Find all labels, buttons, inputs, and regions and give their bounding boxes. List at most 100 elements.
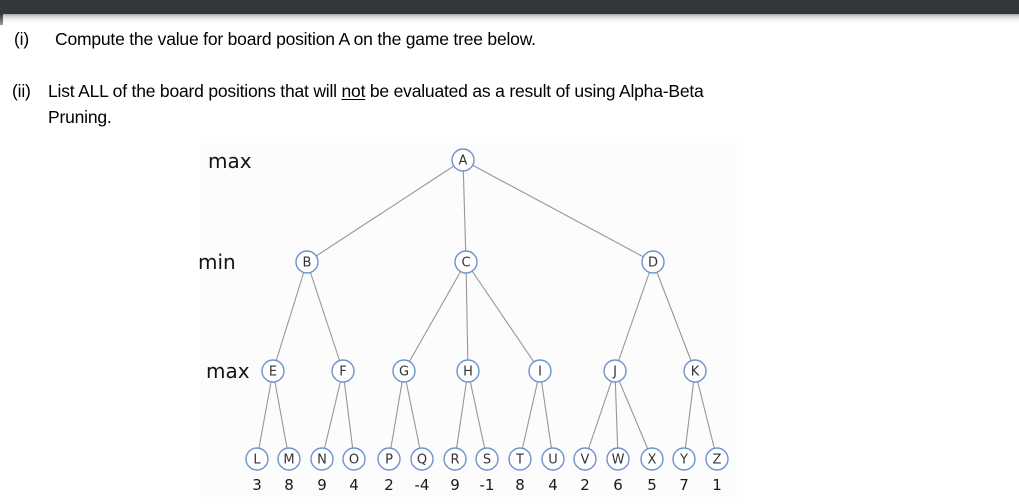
tree-node-K	[683, 359, 707, 383]
tree-node-label-D: D	[648, 256, 658, 271]
question-ii-line2: Pruning.	[48, 107, 112, 127]
question-i: (i) Compute the value for board position…	[14, 26, 536, 52]
tree-node-W	[606, 447, 630, 471]
tree-edge-I-U	[539, 370, 554, 460]
question-i-text: Compute the value for board position A o…	[55, 29, 536, 49]
tree-edge-G-P	[388, 370, 405, 460]
left-edge-notch	[0, 14, 3, 25]
tree-node-T	[508, 447, 532, 471]
tree-node-label-J: J	[612, 365, 617, 380]
tree-node-H	[456, 359, 480, 383]
tree-edge-E-L	[256, 370, 274, 460]
app-chrome-bar	[0, 0, 1019, 14]
tree-node-G	[392, 359, 416, 383]
tree-node-O	[342, 447, 366, 471]
leaf-value-S: -1	[480, 476, 495, 494]
question-i-marker: (i)	[14, 29, 29, 49]
tree-edge-K-Y	[683, 370, 696, 460]
tree-node-label-V: V	[581, 453, 590, 468]
leaf-value-P: 2	[384, 476, 394, 494]
leaf-value-Z: 1	[712, 476, 722, 494]
tree-node-D	[641, 250, 665, 274]
tree-node-label-R: R	[450, 453, 459, 468]
tree-edge-E-M	[272, 370, 290, 460]
tree-node-label-O: O	[349, 453, 359, 468]
tree-edge-C-H	[465, 261, 469, 372]
tree-edge-K-Z	[694, 370, 718, 460]
level-label-2-max: max	[206, 359, 250, 383]
tree-node-V	[573, 447, 597, 471]
tree-node-L	[245, 447, 269, 471]
question-ii-underlined-not: not	[341, 81, 366, 101]
tree-edge-G-Q	[403, 370, 423, 460]
tree-edge-C-I	[465, 261, 541, 372]
tree-edge-D-J	[614, 261, 654, 372]
leaf-value-X: 5	[647, 476, 657, 494]
tree-node-U	[541, 447, 565, 471]
tree-node-label-F: F	[339, 365, 346, 380]
tree-node-S	[475, 447, 499, 471]
tree-node-C	[454, 250, 478, 274]
tree-node-label-C: C	[461, 256, 470, 271]
tree-edge-F-N	[321, 370, 344, 460]
tree-node-label-S: S	[483, 453, 491, 468]
question-ii-text: List ALL of the board positions that wil…	[48, 78, 704, 130]
leaf-value-R: 9	[450, 476, 460, 494]
tree-edge-J-X	[614, 370, 653, 460]
leaf-value-N: 9	[317, 476, 327, 494]
tree-edge-C-G	[403, 261, 467, 372]
leaf-value-O: 4	[349, 476, 359, 494]
tree-node-label-P: P	[385, 453, 393, 468]
tree-node-J	[603, 359, 627, 383]
leaf-value-Q: -4	[415, 476, 430, 494]
tree-node-label-U: U	[548, 453, 558, 468]
question-ii-part-after: be evaluated as a result of using Alpha-…	[365, 81, 704, 101]
tree-edge-A-D	[462, 159, 654, 263]
tree-node-label-G: G	[399, 365, 409, 380]
leaf-value-M: 8	[284, 476, 294, 494]
tree-edge-I-T	[519, 370, 541, 460]
tree-node-label-E: E	[269, 365, 277, 380]
tree-node-N	[310, 447, 334, 471]
tree-node-label-T: T	[515, 453, 524, 468]
tree-node-F	[331, 359, 355, 383]
tree-node-label-H: H	[463, 365, 473, 380]
leaf-value-Y: 7	[679, 476, 689, 494]
tree-node-R	[443, 447, 467, 471]
tree-edge-A-C	[462, 159, 467, 263]
leaf-value-W: 6	[613, 476, 623, 494]
tree-node-label-M: M	[283, 453, 294, 468]
question-ii-marker: (ii)	[12, 81, 31, 101]
tree-node-E	[261, 359, 285, 383]
question-ii: (ii) List ALL of the board positions tha…	[12, 78, 704, 130]
tree-node-label-L: L	[253, 453, 261, 468]
leaf-value-V: 2	[580, 476, 590, 494]
tree-node-label-Q: Q	[417, 453, 427, 468]
tree-node-I	[528, 359, 552, 383]
tree-edge-A-B	[306, 159, 464, 263]
tree-node-label-W: W	[612, 453, 625, 468]
leaf-value-L: 3	[252, 476, 262, 494]
tree-edge-H-R	[454, 370, 469, 460]
tree-node-label-Z: Z	[713, 453, 722, 468]
tree-edge-J-V	[584, 370, 616, 460]
tree-figure-background	[200, 143, 737, 497]
tree-edge-B-F	[306, 261, 344, 372]
tree-node-label-B: B	[303, 256, 312, 271]
tree-node-Q	[410, 447, 434, 471]
tree-node-B	[295, 250, 319, 274]
leaf-value-T: 8	[515, 476, 525, 494]
tree-edge-D-K	[652, 261, 696, 372]
level-label-1-min: min	[198, 250, 236, 274]
tree-edge-B-E	[272, 261, 308, 372]
tree-node-Z	[705, 447, 729, 471]
tree-node-label-Y: Y	[679, 453, 688, 468]
tree-node-label-N: N	[317, 453, 327, 468]
tree-node-Y	[672, 447, 696, 471]
tree-edge-J-W	[614, 370, 619, 460]
tree-node-label-A: A	[459, 154, 468, 169]
app-chrome-bar-shadow	[0, 14, 1019, 23]
tree-node-A	[451, 148, 475, 172]
tree-node-label-X: X	[648, 453, 657, 468]
